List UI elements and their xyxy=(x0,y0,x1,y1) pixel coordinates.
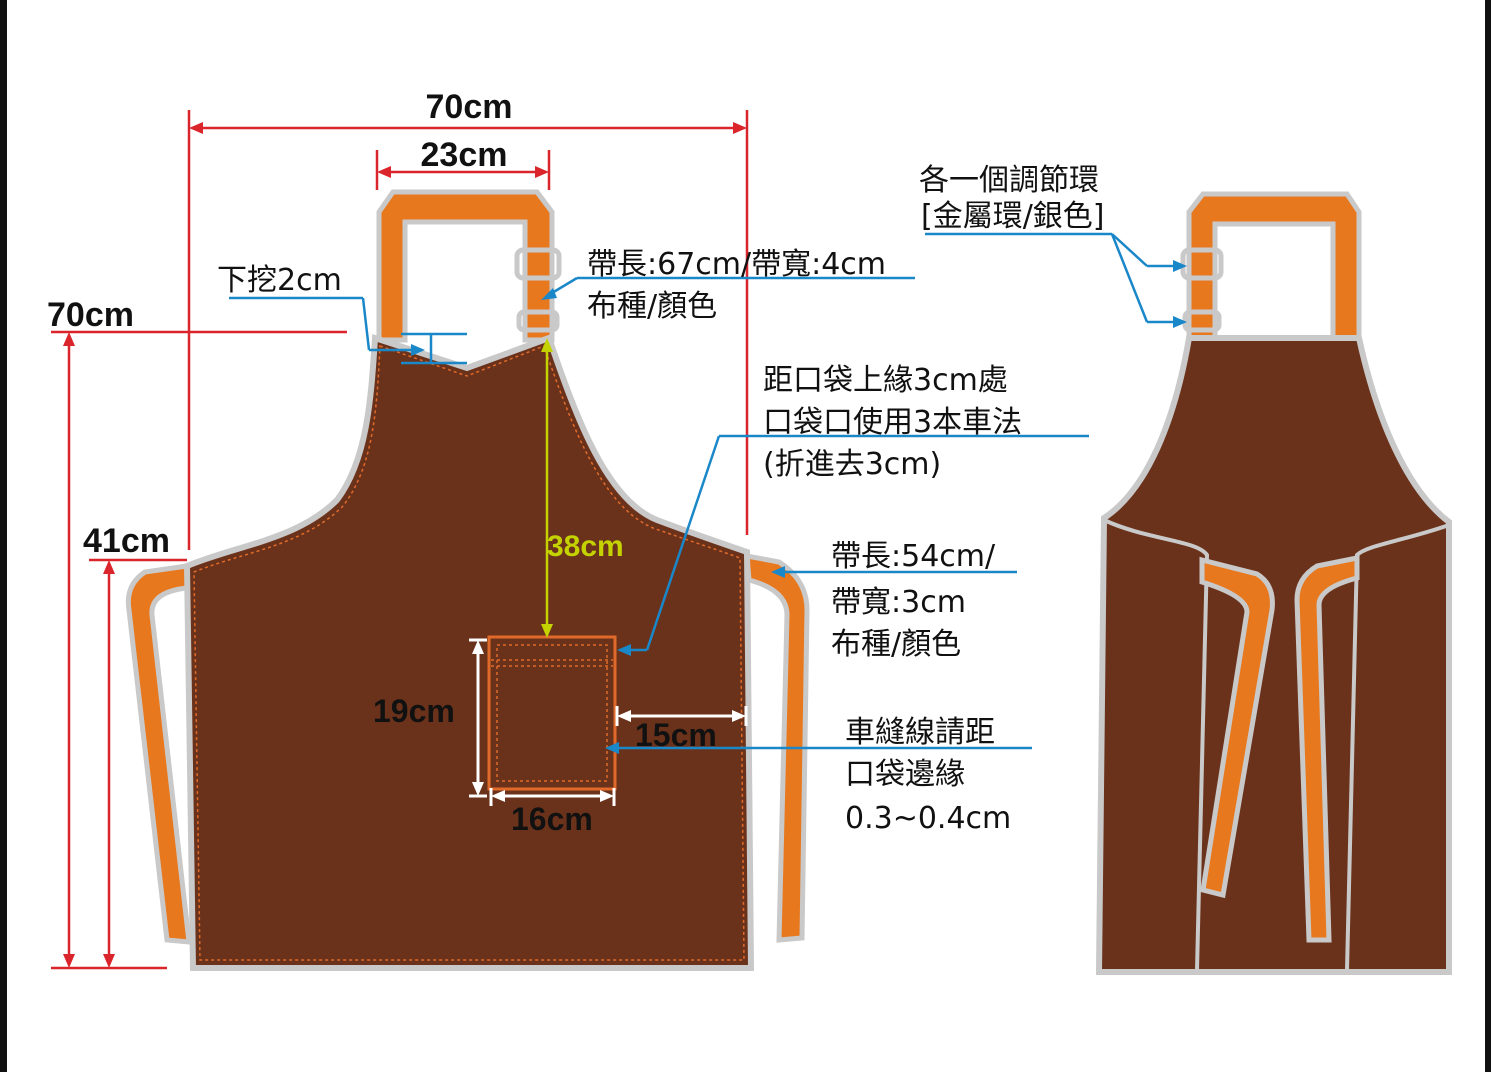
adjuster-ring-lower xyxy=(516,309,560,333)
pocket-top-note-line2: 口袋口使用3本車法 xyxy=(763,405,1022,440)
back-left-waist-strap xyxy=(1199,556,1275,899)
back-right-waist-strap xyxy=(1294,554,1360,943)
lower-height-label: 41cm xyxy=(83,522,170,560)
seam-note-line3: 0.3~0.4cm xyxy=(845,801,1011,836)
pocket-stitch xyxy=(496,644,608,782)
adjuster-ring-upper xyxy=(514,247,562,281)
pocket-to-side-label: 15cm xyxy=(635,717,717,753)
back-apron-body xyxy=(1095,335,1452,975)
pocket-top-note-line3: (折進去3cm) xyxy=(763,447,941,482)
leader-lines xyxy=(541,232,1187,754)
back-apron xyxy=(1095,191,1452,975)
front-apron-stitch xyxy=(193,344,745,961)
pocket-width-label: 16cm xyxy=(511,801,593,837)
seam-note-line1: 車縫線請距 xyxy=(845,715,995,750)
left-waist-strap xyxy=(125,563,192,945)
back-apron-fold-left xyxy=(1103,518,1210,971)
total-height-label: 70cm xyxy=(47,296,134,334)
pocket-top-note-line1: 距口袋上緣3cm處 xyxy=(763,363,1008,398)
total-width-label: 70cm xyxy=(426,88,513,126)
back-neck-strap xyxy=(1186,191,1362,341)
neck-strap-width-label: 23cm xyxy=(421,136,508,174)
apron-diagram: 70cm 23cm 70cm 41cm 下挖2cm 38cm 19cm 16cm… xyxy=(47,88,1452,975)
front-apron xyxy=(125,189,810,971)
back-adjuster-ring-upper xyxy=(1180,247,1224,281)
waist-strap-note-line1: 帶長:54cm/ xyxy=(831,539,996,574)
neck-strap-note-line1: 帶長:67cm/帶寬:4cm xyxy=(587,247,886,282)
waist-strap-note-line3: 布種/顏色 xyxy=(831,627,961,662)
dimensions xyxy=(51,110,749,970)
neck-to-pocket-label: 38cm xyxy=(547,530,624,563)
waist-strap-note-line2: 帶寬:3cm xyxy=(831,585,966,620)
pocket-height-label: 19cm xyxy=(373,693,455,729)
front-apron-body xyxy=(183,333,755,971)
neck-cut-label: 下挖2cm xyxy=(217,263,342,298)
seam-note-line2: 口袋邊緣 xyxy=(845,757,965,792)
back-adjuster-ring-lower xyxy=(1182,309,1222,333)
neck-strap xyxy=(376,189,555,343)
neck-cut-marker xyxy=(229,296,467,365)
pocket xyxy=(487,635,617,791)
ring-note-line2: [金屬環/銀色] xyxy=(921,199,1105,234)
neck-strap-note-line2: 布種/顏色 xyxy=(587,289,717,324)
back-apron-fold-right xyxy=(1345,523,1450,971)
pocket-dimensions xyxy=(469,638,748,806)
ring-note-line1: 各一個調節環 xyxy=(919,163,1099,198)
neck-to-pocket-dimension xyxy=(541,338,553,638)
